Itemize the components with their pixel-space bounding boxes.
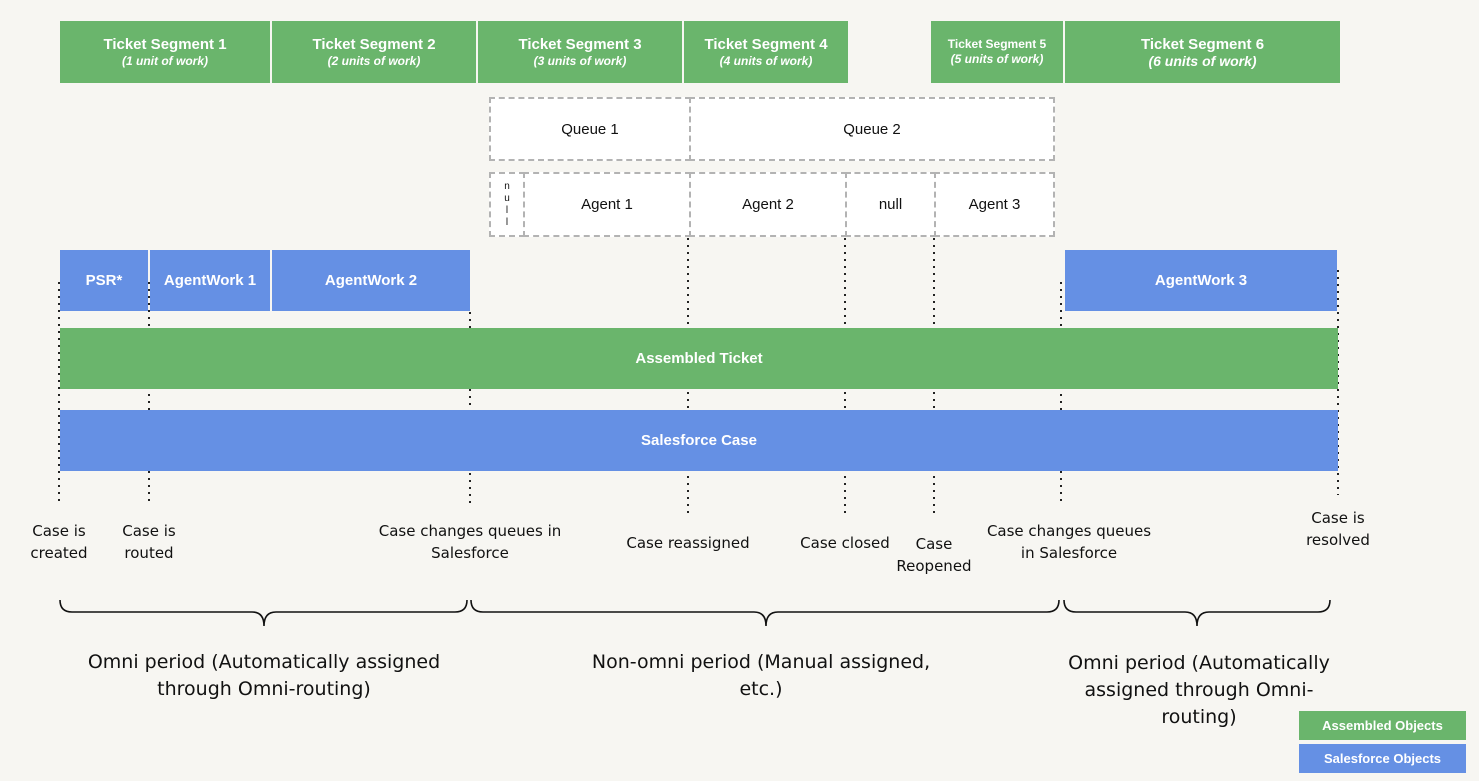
ticket-segment-3: Ticket Segment 3 (3 units of work) (478, 21, 682, 83)
segment-subtitle: (3 units of work) (533, 53, 627, 68)
event-line-2: Reopened (896, 557, 972, 575)
event-line-1: Case is (122, 522, 176, 540)
agent-label: Agent 1 (581, 196, 633, 213)
queue-label: Queue 2 (843, 120, 901, 138)
segment-subtitle: (6 units of work) (1148, 52, 1257, 69)
segment-subtitle: (4 units of work) (719, 53, 813, 68)
ticket-segment-5: Ticket Segment 5 (5 units of work) (931, 21, 1063, 83)
agent-2: Agent 2 (689, 172, 847, 237)
event-line-2: created (30, 544, 88, 562)
segment-subtitle: (2 units of work) (327, 53, 421, 68)
segment-title: Ticket Segment 2 (312, 35, 436, 53)
ticket-segment-2: Ticket Segment 2 (2 units of work) (272, 21, 476, 83)
legend-salesforce-objects: Salesforce Objects (1299, 744, 1466, 773)
legend-label: Salesforce Objects (1323, 751, 1442, 766)
period-non-omni: Non-omni period (Manual assigned, etc.) (586, 649, 936, 703)
segment-subtitle: (1 unit of work) (122, 53, 208, 68)
segment-title: Ticket Segment 6 (1140, 35, 1265, 53)
salesforce-case-bar: Salesforce Case (60, 410, 1338, 471)
legend-label: Assembled Objects (1322, 718, 1443, 733)
event-queue-change-2: Case changes queues in Salesforce (983, 520, 1155, 564)
event-line-1: Case changes queues (986, 522, 1152, 540)
ticket-segment-4: Ticket Segment 4 (4 units of work) (684, 21, 848, 83)
event-case-reassigned: Case reassigned (613, 532, 763, 554)
agent-label: null (878, 196, 903, 213)
event-case-reopened: Case Reopened (889, 533, 979, 577)
segment-title: Ticket Segment 1 (103, 35, 227, 53)
event-line-1: Case is (1311, 509, 1365, 527)
brace-omni-2 (1063, 599, 1331, 627)
event-line-1: Case changes queues in (378, 522, 562, 540)
agent-label: Agent 3 (968, 196, 1021, 213)
ticket-segment-1: Ticket Segment 1 (1 unit of work) (60, 21, 270, 83)
segment-title: Ticket Segment 4 (704, 35, 828, 53)
brace-omni-1 (59, 599, 468, 627)
segment-subtitle: (5 units of work) (950, 52, 1044, 66)
period-omni-2: Omni period (Automatically assigned thro… (1052, 650, 1346, 731)
work-agentwork-2: AgentWork 2 (272, 250, 470, 311)
period-line-1: Non-omni period (Manual assigned, (591, 651, 931, 673)
work-label: AgentWork 3 (1154, 272, 1248, 289)
event-line-2: Salesforce (431, 544, 509, 562)
period-omni-1: Omni period (Automatically assigned thro… (84, 649, 444, 703)
null-letter: n (504, 180, 510, 192)
null-letter: l (505, 204, 509, 216)
work-agentwork-3: AgentWork 3 (1065, 250, 1337, 311)
brace-non-omni (470, 599, 1060, 627)
work-psr: PSR* (60, 250, 148, 311)
work-label: PSR* (85, 272, 123, 289)
work-label: AgentWork 2 (324, 272, 418, 289)
event-line-2: in Salesforce (1020, 544, 1118, 562)
period-line-2: etc.) (739, 678, 783, 700)
event-case-created: Case is created (14, 520, 104, 564)
ticket-segment-6: Ticket Segment 6 (6 units of work) (1065, 21, 1340, 83)
agent-null-vertical: n u l l (489, 172, 525, 237)
work-agentwork-1: AgentWork 1 (150, 250, 270, 311)
queue-2: Queue 2 (689, 97, 1055, 161)
event-line-1: Case reassigned (626, 534, 750, 552)
agent-1: Agent 1 (523, 172, 691, 237)
period-line-1: Omni period (Automatically assigned (87, 651, 441, 673)
period-line-2: assigned through Omni-routing) (1084, 679, 1314, 728)
work-label: AgentWork 1 (163, 272, 257, 289)
segment-title: Ticket Segment 3 (518, 35, 642, 53)
queue-1: Queue 1 (489, 97, 691, 161)
agent-3: Agent 3 (934, 172, 1055, 237)
event-line-2: resolved (1306, 531, 1370, 549)
null-letter: u (504, 192, 510, 204)
event-line-1: Case closed (800, 534, 890, 552)
agent-label: Agent 2 (742, 196, 794, 213)
salesforce-case-label: Salesforce Case (641, 432, 757, 449)
segment-title: Ticket Segment 5 (947, 37, 1047, 51)
queue-label: Queue 1 (561, 120, 619, 138)
event-queue-change-1: Case changes queues in Salesforce (375, 520, 565, 564)
assembled-ticket-bar: Assembled Ticket (60, 328, 1338, 389)
event-case-routed: Case is routed (104, 520, 194, 564)
null-vertical-text: n u l l (504, 181, 510, 229)
agent-null: null (845, 172, 936, 237)
assembled-ticket-label: Assembled Ticket (635, 350, 763, 367)
period-line-2: through Omni-routing) (157, 678, 371, 700)
legend-assembled-objects: Assembled Objects (1299, 711, 1466, 740)
event-line-1: Case is (32, 522, 86, 540)
event-case-resolved: Case is resolved (1293, 507, 1383, 551)
event-line-2: routed (124, 544, 174, 562)
event-line-1: Case (915, 535, 953, 553)
null-letter: l (505, 216, 509, 228)
event-case-closed: Case closed (790, 532, 900, 554)
period-line-1: Omni period (Automatically (1068, 652, 1330, 674)
